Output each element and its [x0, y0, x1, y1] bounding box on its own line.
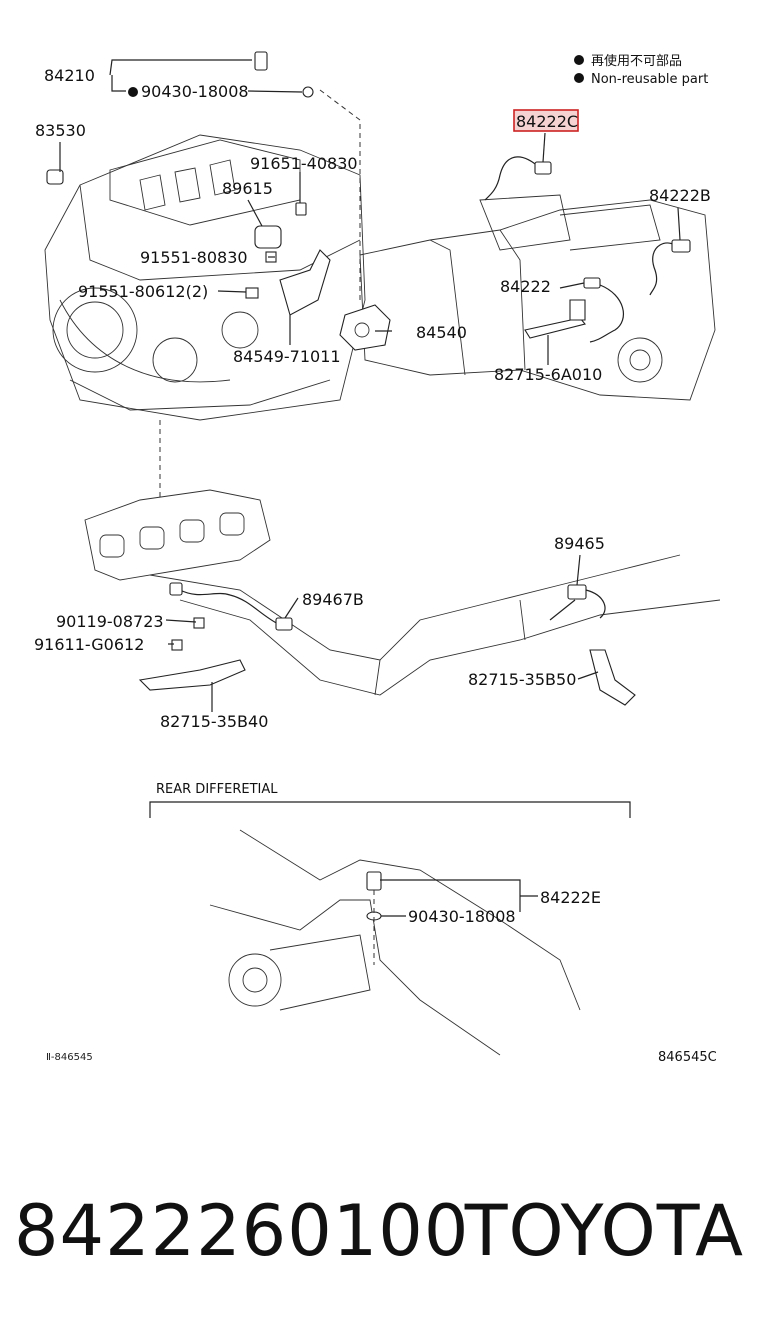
label-90430-18008-bottom: 90430-18008	[408, 907, 516, 926]
label-84222c: 84222C	[516, 112, 578, 131]
part-90119-bolt-icon	[193, 617, 205, 629]
part-91651-bolt-icon	[295, 202, 307, 216]
label-90119-08723: 90119-08723	[56, 612, 164, 631]
label-83530: 83530	[35, 121, 86, 140]
label-90430-18008-top: 90430-18008	[141, 82, 249, 101]
legend-en: Non-reusable part	[591, 72, 708, 87]
transmission-sensors	[484, 156, 691, 343]
part-83530-switch-icon	[46, 169, 64, 185]
part-84222e-switch-icon	[366, 871, 382, 891]
part-84222-sensor-icon	[583, 277, 601, 289]
non-reusable-dot-icon	[574, 55, 584, 65]
part-89467b-sensor-icon	[275, 617, 293, 631]
legend-jp: 再使用不可部品	[591, 53, 682, 69]
brand-name: TOYOTA	[464, 1190, 744, 1272]
part-84540-switch-icon	[339, 304, 391, 351]
label-91611-g0612: 91611-G0612	[34, 635, 144, 654]
label-84222b: 84222B	[649, 186, 711, 205]
part-84222b-sensor-icon	[671, 239, 691, 253]
part-84222c-sensor-icon	[534, 161, 552, 175]
part-90430-washer-icon	[302, 86, 314, 98]
label-84222: 84222	[500, 277, 551, 296]
diagram-code-right: 846545C	[658, 1050, 717, 1065]
label-82715-35b50: 82715-35B50	[468, 670, 576, 689]
part-89467b-wire	[179, 589, 281, 626]
label-91551-80830: 91551-80830	[140, 248, 248, 267]
label-82715-6a010: 82715-6A010	[494, 365, 602, 384]
engine-small-parts	[46, 51, 391, 351]
part-91611-bolt-icon	[171, 639, 183, 651]
section-title-rear-diff: REAR DIFFERETIAL	[156, 782, 278, 797]
part-84210-sensor-icon	[254, 51, 268, 71]
part-labels: 84210 90430-18008 83530 91651-40830 8961…	[34, 66, 717, 1065]
label-84549-71011: 84549-71011	[233, 347, 341, 366]
label-91651-40830: 91651-40830	[250, 154, 358, 173]
non-reusable-dot-icon	[128, 87, 138, 97]
legend: 再使用不可部品 Non-reusable part	[574, 53, 708, 87]
label-91551-80612: 91551-80612(2)	[78, 282, 208, 301]
part-82715-35b40-bracket-icon	[138, 659, 246, 691]
part-91551b-bolt-icon	[245, 287, 259, 299]
non-reusable-dot-icon	[574, 73, 584, 83]
part-number: 8422260100	[14, 1190, 470, 1272]
highlight-84222c	[513, 109, 579, 132]
part-82715-6a-bracket-icon	[524, 317, 586, 339]
part-84222b-wire	[649, 242, 681, 296]
exhaust-assembly	[84, 489, 721, 706]
part-84222c-wire	[484, 156, 541, 201]
label-82715-35b40: 82715-35B40	[160, 712, 268, 731]
part-82715-35b50-bracket-icon	[589, 649, 636, 706]
label-84222e: 84222E	[540, 888, 601, 907]
part-84549-bracket-icon	[279, 249, 331, 316]
label-84540: 84540	[416, 323, 467, 342]
label-89467b: 89467B	[302, 590, 364, 609]
engine-assembly	[44, 89, 366, 500]
part-89465-sensor-icon	[567, 584, 587, 600]
leader-lines	[59, 59, 681, 917]
footer: 8422260100 TOYOTA	[0, 1190, 760, 1280]
label-89465: 89465	[554, 534, 605, 553]
diagram-code-left: Ⅱ-846545	[46, 1052, 93, 1063]
label-89615: 89615	[222, 179, 273, 198]
label-84210: 84210	[44, 66, 95, 85]
part-84222-wire	[589, 284, 624, 343]
rear-differential-section	[149, 801, 631, 1056]
part-89615-sensor-icon	[254, 225, 282, 249]
transmission-assembly	[359, 194, 716, 401]
